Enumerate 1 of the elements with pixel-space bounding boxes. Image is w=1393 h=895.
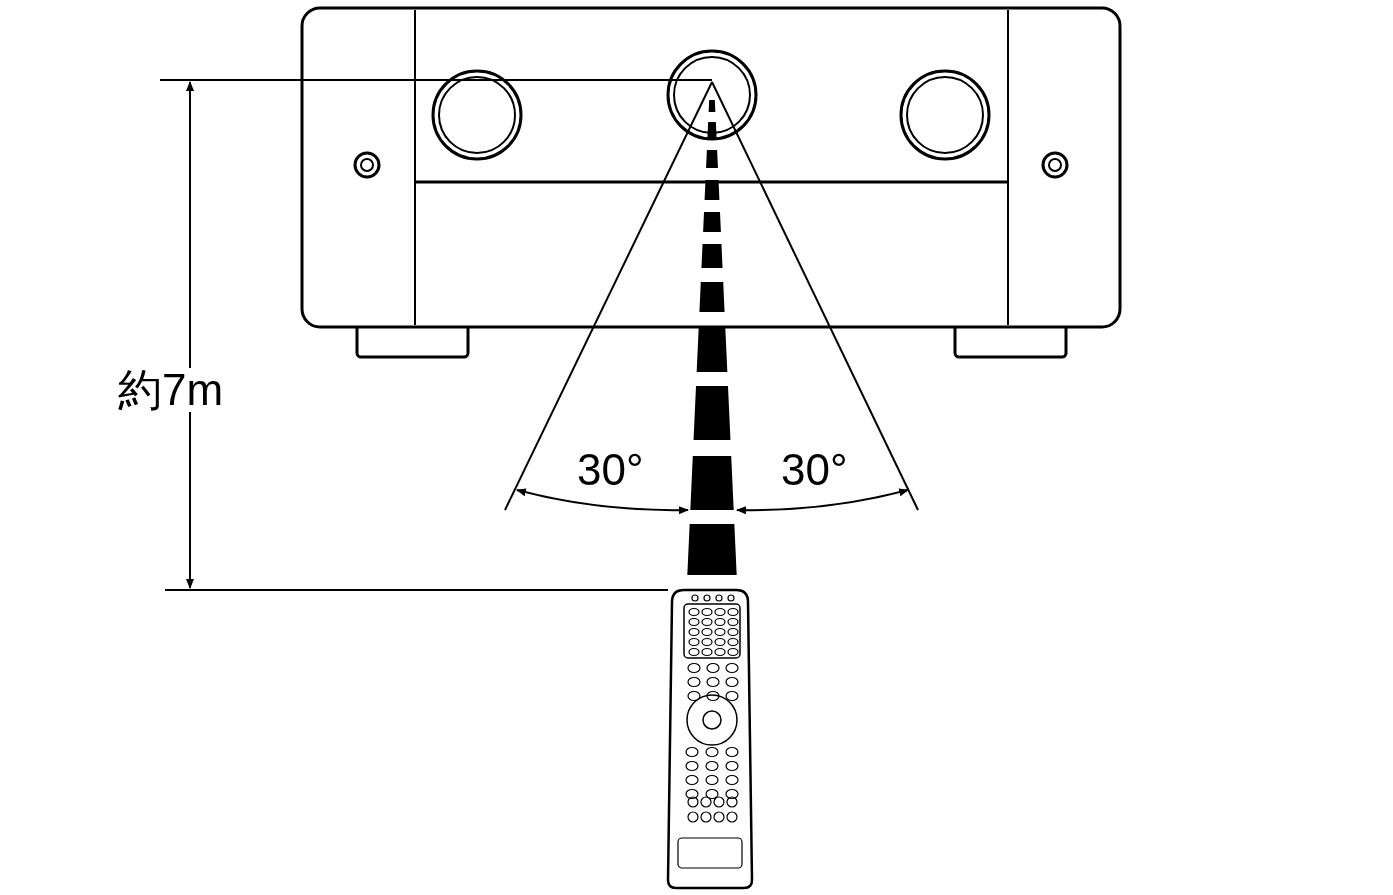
dimension-label: 約7m — [118, 368, 224, 412]
